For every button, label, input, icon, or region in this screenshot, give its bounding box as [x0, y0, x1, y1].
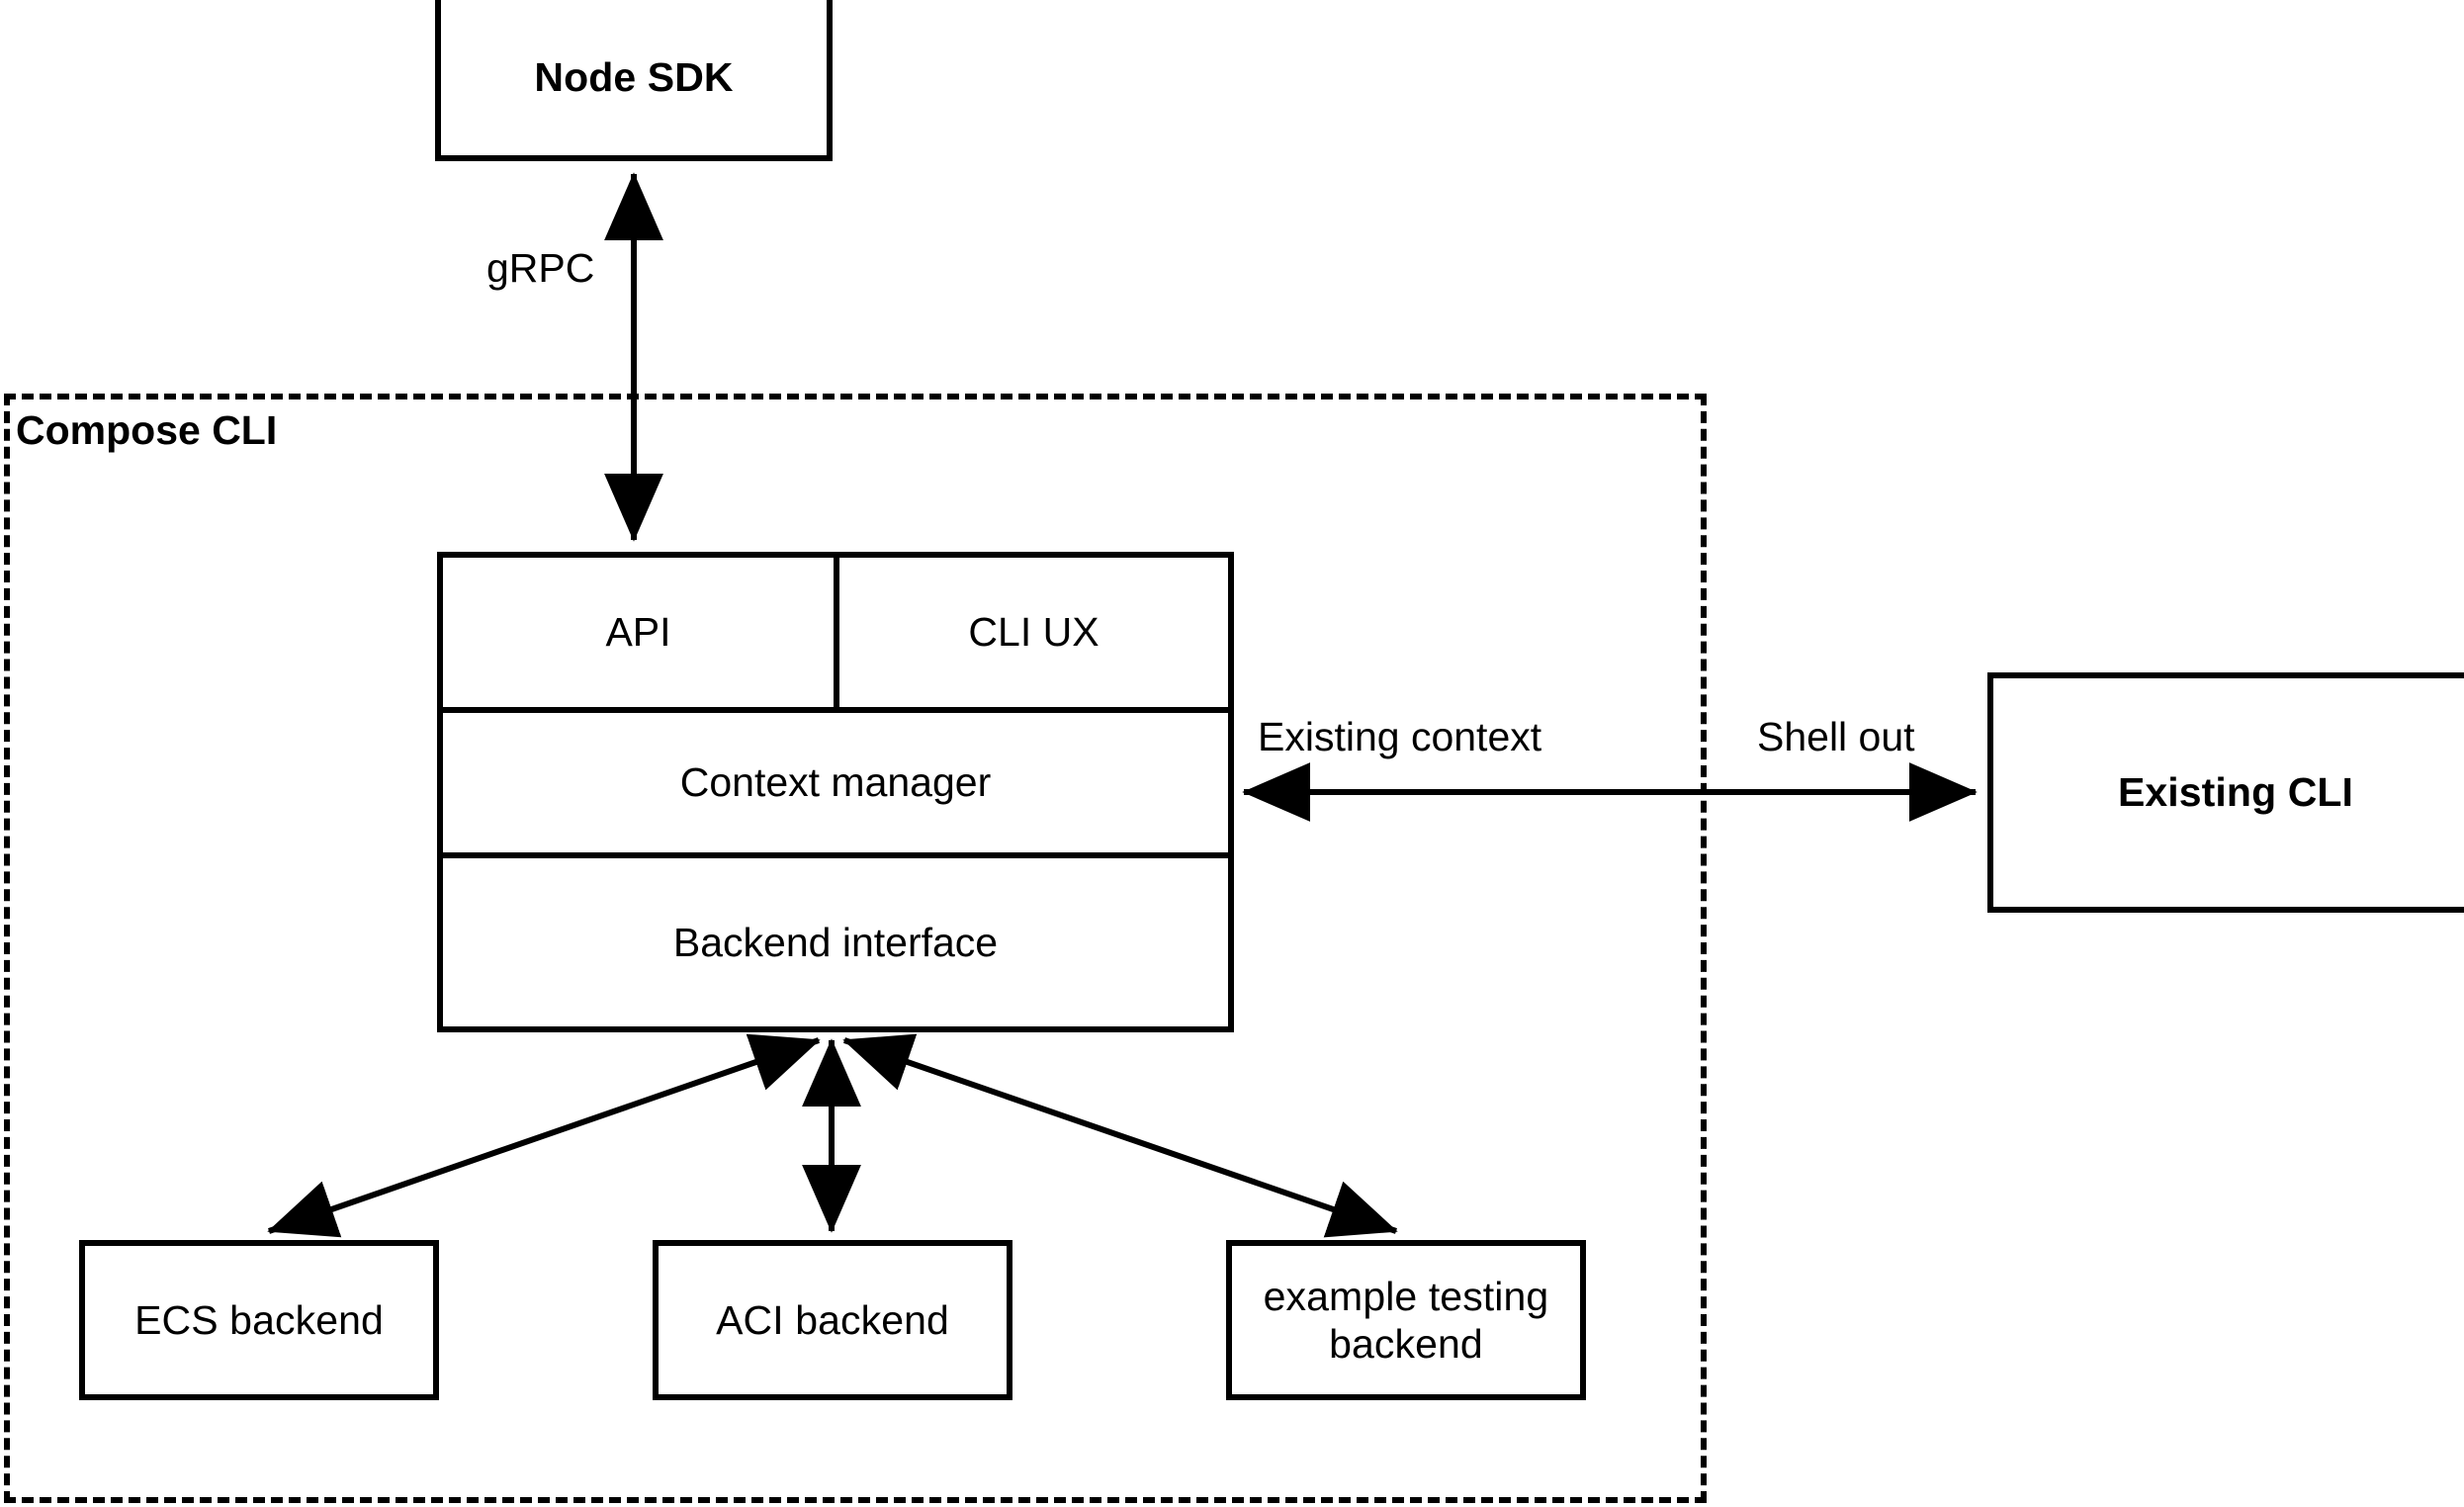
edge-label-existing-context: Existing context — [1258, 714, 1542, 759]
cell-cli-ux[interactable]: CLI UX — [839, 558, 1228, 707]
group-compose-cli — [4, 394, 1707, 1503]
compose-stack-row-backend-interface: Backend interface — [443, 858, 1228, 1026]
cell-backend-interface[interactable]: Backend interface — [443, 858, 1228, 1026]
edge-label-grpc: gRPC — [486, 245, 595, 291]
edge-label-shell-out: Shell out — [1757, 714, 1915, 759]
node-aci-backend-label: ACI backend — [716, 1296, 949, 1343]
node-example-testing-backend[interactable]: example testing backend — [1226, 1240, 1586, 1400]
node-ecs-backend[interactable]: ECS backend — [79, 1240, 439, 1400]
cell-api[interactable]: API — [443, 558, 839, 707]
node-example-testing-backend-label: example testing backend — [1263, 1273, 1549, 1367]
cell-cli-ux-label: CLI UX — [968, 609, 1100, 655]
node-aci-backend[interactable]: ACI backend — [653, 1240, 1012, 1400]
node-existing-cli[interactable]: Existing CLI — [1987, 672, 2464, 913]
node-ecs-backend-label: ECS backend — [134, 1296, 384, 1343]
node-node-sdk[interactable]: Node SDK — [435, 0, 833, 161]
group-compose-cli-title: Compose CLI — [16, 407, 278, 453]
compose-stack-row-top: API CLI UX — [443, 558, 1228, 713]
cell-context-manager[interactable]: Context manager — [443, 713, 1228, 852]
cell-context-manager-label: Context manager — [679, 759, 992, 805]
cell-api-label: API — [605, 609, 671, 655]
node-existing-cli-label: Existing CLI — [2117, 769, 2354, 816]
compose-core-stack: API CLI UX Context manager Backend inter… — [437, 552, 1234, 1032]
node-node-sdk-label: Node SDK — [534, 54, 734, 101]
compose-stack-row-context-manager: Context manager — [443, 713, 1228, 858]
cell-backend-interface-label: Backend interface — [672, 919, 999, 965]
